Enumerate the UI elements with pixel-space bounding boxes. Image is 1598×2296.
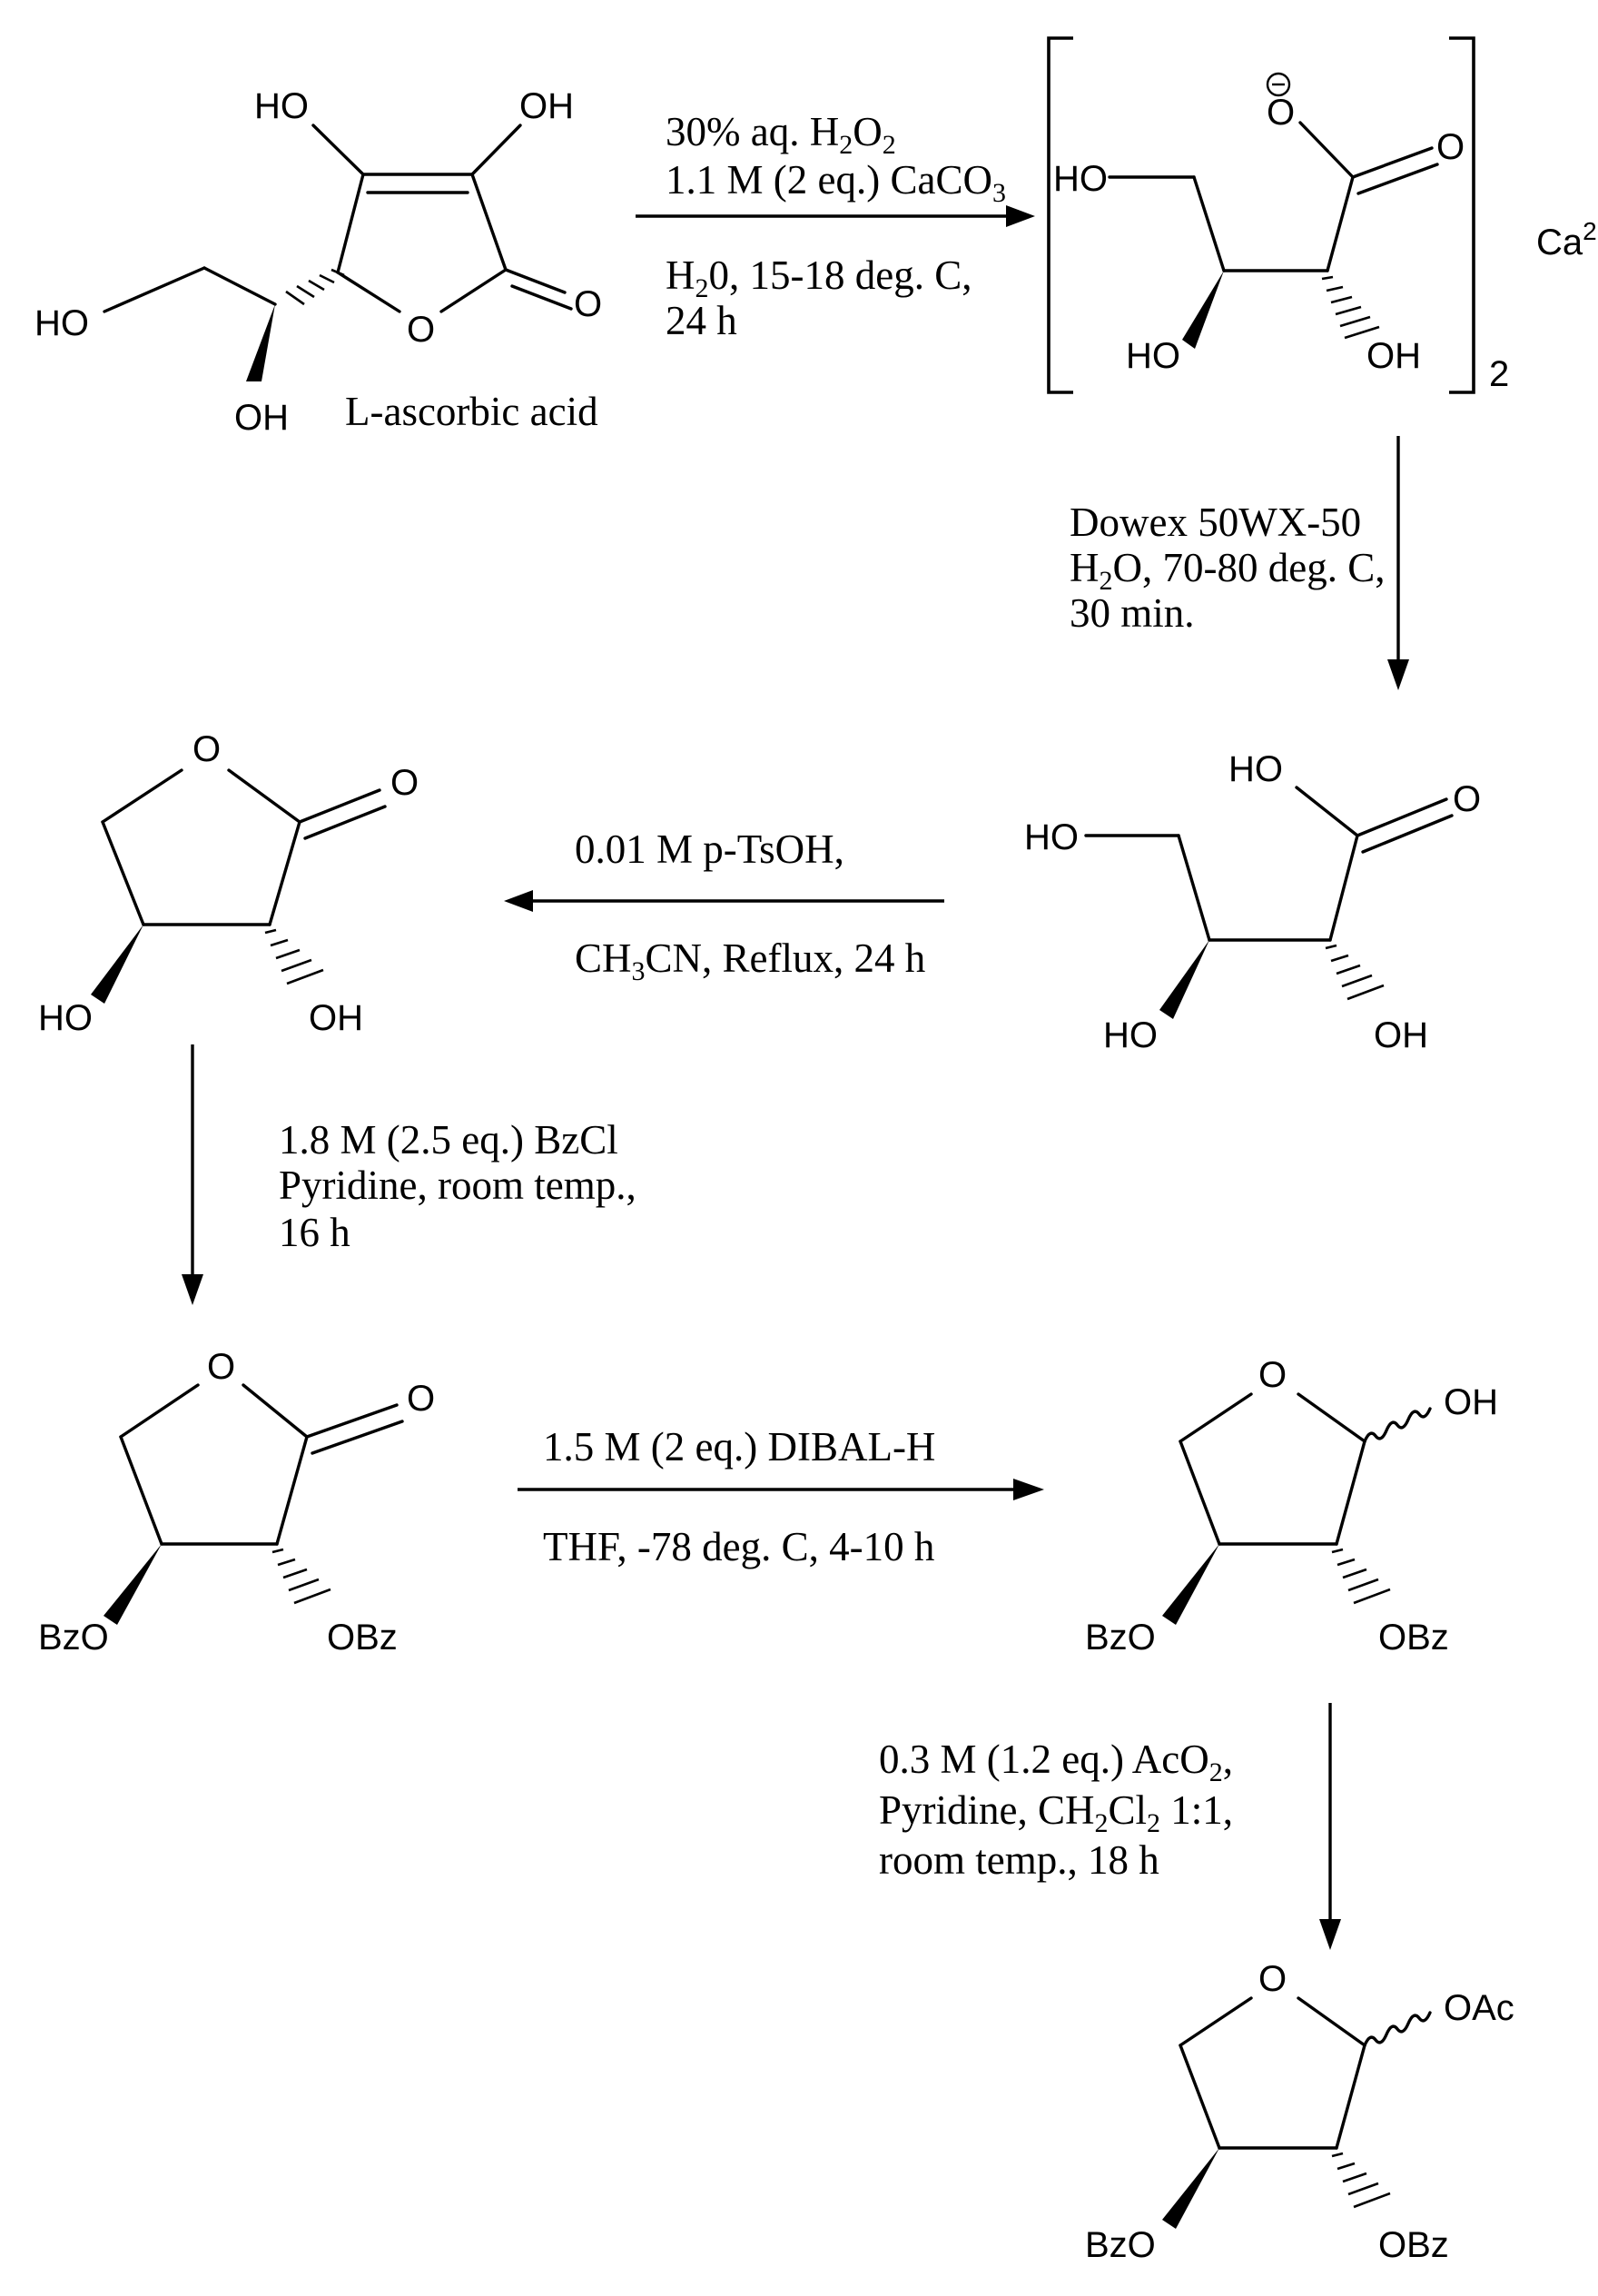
atom-label: OH <box>1374 1015 1428 1055</box>
atom-label: OH <box>519 86 574 126</box>
arrowhead <box>1006 205 1035 227</box>
wedge-bond <box>1162 1544 1219 1625</box>
compound-dibenzoyl-lactone: O O BzO OBz <box>38 1347 435 1658</box>
condition-line: Pyridine, CH2Cl2 1:1, <box>879 1787 1233 1838</box>
atom-label: HO <box>1024 817 1079 857</box>
compound-dibenzoyl-lactol: O OH BzO OBz <box>1085 1355 1498 1658</box>
hashed-bond <box>1326 945 1384 999</box>
reaction-step-1: 30% aq. H2O2 1.1 M (2 eq.) CaCO3 H20, 15… <box>636 109 1035 343</box>
condition-line: room temp., 18 h <box>879 1837 1159 1883</box>
hashed-bond <box>286 270 344 304</box>
atom-label: HO <box>1103 1015 1158 1055</box>
arrowhead <box>182 1274 203 1305</box>
hashed-bond <box>1322 277 1379 338</box>
wavy-bond <box>1365 1409 1430 1441</box>
condition-line: 30 min. <box>1070 590 1195 636</box>
compound-l-ascorbic-acid: HO OH HO OH O O L-ascorbic acid <box>35 86 602 438</box>
condition-line: 1.8 M (2.5 eq.) BzCl <box>279 1117 618 1163</box>
atom-label: OBz <box>1378 2225 1449 2265</box>
wedge-bond <box>91 925 143 1004</box>
wedge-bond <box>1162 2148 1219 2229</box>
wavy-bond <box>1365 2013 1430 2045</box>
bracket-subscript: 2 <box>1489 354 1509 394</box>
atom-label: O <box>1258 1959 1287 1999</box>
atom-label: BzO <box>1085 1618 1156 1658</box>
atom-label: O <box>407 310 435 350</box>
right-bracket <box>1449 38 1474 392</box>
atom-label: OH <box>309 998 363 1038</box>
hashed-bond <box>265 930 323 984</box>
reaction-step-4: 1.8 M (2.5 eq.) BzCl Pyridine, room temp… <box>182 1044 636 1305</box>
condition-line: 1.1 M (2 eq.) CaCO3 <box>666 157 1006 208</box>
atom-label: OH <box>1444 1382 1498 1422</box>
condition-line: CH3CN, Reflux, 24 h <box>575 935 925 986</box>
atom-label: BzO <box>38 1618 109 1658</box>
atom-label: BzO <box>1085 2225 1156 2265</box>
atom-label: O <box>1267 93 1295 133</box>
atom-label: O <box>1436 127 1465 167</box>
condition-line: Pyridine, room temp., <box>279 1163 636 1208</box>
wedge-bond <box>104 1544 162 1625</box>
compound-threonic-acid: HO O HO HO OH <box>1024 749 1481 1055</box>
hashed-bond <box>1332 2153 1390 2207</box>
atom-label: HO <box>1126 336 1180 376</box>
atom-label: O <box>192 729 221 769</box>
arrowhead <box>1319 1919 1341 1950</box>
condition-line: H2O, 70-80 deg. C, <box>1070 545 1385 596</box>
atom-label: OH <box>1366 336 1421 376</box>
left-bracket <box>1049 38 1073 392</box>
atom-label: O <box>574 284 602 324</box>
condition-line: Dowex 50WX-50 <box>1070 500 1361 545</box>
condition-line: 1.5 M (2 eq.) DIBAL-H <box>543 1424 935 1470</box>
atom-label: OH <box>234 398 289 438</box>
atom-label: HO <box>38 998 93 1038</box>
arrowhead <box>504 890 533 912</box>
reaction-step-3: 0.01 M p-TsOH, CH3CN, Reflux, 24 h <box>504 826 944 986</box>
atom-label: OAc <box>1444 1988 1514 2028</box>
compound-dibenzoyl-acetate: O OAc BzO OBz <box>1085 1959 1514 2265</box>
reaction-step-2: Dowex 50WX-50 H2O, 70-80 deg. C, 30 min. <box>1070 436 1409 690</box>
compound-threonolactone: O O HO OH <box>38 729 419 1038</box>
atom-label: O <box>407 1379 435 1419</box>
condition-line: 16 h <box>279 1210 350 1255</box>
compound-name: L-ascorbic acid <box>345 389 598 434</box>
condition-line: THF, -78 deg. C, 4-10 h <box>543 1524 934 1569</box>
atom-label: OBz <box>1378 1618 1449 1658</box>
atom-label: OBz <box>327 1618 398 1658</box>
arrowhead <box>1013 1479 1044 1500</box>
wedge-bond <box>1182 271 1224 349</box>
atom-label: O <box>1258 1355 1287 1395</box>
condition-line: 30% aq. H2O2 <box>666 109 896 160</box>
wedge-bond <box>1159 940 1209 1019</box>
hashed-bond <box>272 1549 330 1603</box>
hashed-bond <box>1332 1549 1390 1603</box>
counterion-label: Ca2+ <box>1536 217 1598 262</box>
wedge-bond <box>246 304 275 381</box>
arrowhead <box>1387 659 1409 690</box>
atom-label: HO <box>254 86 309 126</box>
reaction-step-5: 1.5 M (2 eq.) DIBAL-H THF, -78 deg. C, 4… <box>518 1424 1044 1569</box>
condition-line: 0.01 M p-TsOH, <box>575 826 844 872</box>
atom-label: O <box>1453 779 1481 819</box>
condition-line: H20, 15-18 deg. C, <box>666 252 972 303</box>
compound-calcium-threonate: HO O O HO OH 2 Ca2+ <box>1049 38 1598 394</box>
atom-label: O <box>207 1347 235 1387</box>
atom-label: HO <box>1053 159 1108 199</box>
atom-label: O <box>390 763 419 803</box>
condition-line: 0.3 M (1.2 eq.) AcO2, <box>879 1737 1233 1787</box>
reaction-step-6: 0.3 M (1.2 eq.) AcO2, Pyridine, CH2Cl2 1… <box>879 1703 1341 1950</box>
atom-label: HO <box>1228 749 1283 789</box>
condition-line: 24 h <box>666 298 737 343</box>
atom-label: HO <box>35 303 89 343</box>
